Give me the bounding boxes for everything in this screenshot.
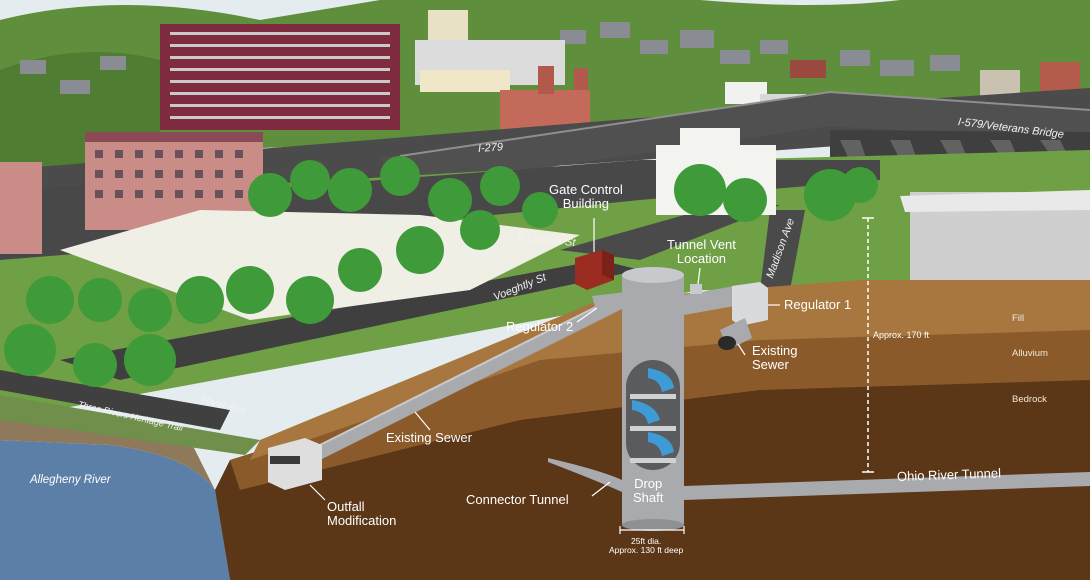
brick-apartment-edge [0,162,42,254]
chimney [538,66,554,94]
water-vortex [632,368,674,456]
allegheny-river-label: Allegheny River [30,474,111,486]
white-house-roof [680,128,740,150]
regulator-1-label: Regulator 1 [784,297,852,312]
street-lacock-east [560,205,780,260]
shaft-bottom [622,519,684,531]
existing-sewer-right-line-1: Existing [752,343,798,358]
warehouse-roof [900,190,1090,212]
i279-label: I-279 [477,141,504,155]
shaft-dims-label: 25ft dia. Approx. 130 ft deep [609,536,684,556]
tunnel-vent-line-1: Tunnel Vent [667,237,736,252]
apartment-windows [95,150,243,198]
trees [4,156,878,387]
outfall-opening [270,456,300,464]
trail-strip [0,395,260,455]
sewer-outlet [718,336,736,350]
gate-control-line-2: Building [562,196,609,212]
regulator-2-label: Regulator 2 [506,319,574,334]
tower-building [160,24,400,130]
existing-sewer-right-line-2: Sewer [752,357,789,373]
street-madison [760,210,805,290]
bedrock-label: Bedrock [1012,394,1047,405]
gray-warehouse [910,192,1090,282]
shaft-dims-line-1: 25ft dia. [630,536,662,546]
gate-control-line-1: Gate Control [549,182,623,197]
sewer-highlight [299,284,641,456]
chimney [574,68,588,90]
alluvium-label: Alluvium [1012,348,1048,359]
allegheny-river [0,440,230,580]
river-bank [0,415,215,490]
tunnel-vent-label: Tunnel Vent Location [667,237,736,267]
regulator-1 [732,282,768,326]
gate-control-side [602,250,614,280]
street-river-ave [0,370,230,430]
fill-layer [250,280,1090,460]
shaft-top [622,267,684,283]
highway-edge [399,90,1090,157]
office-base [420,70,510,92]
leader-lines [309,218,780,501]
shaft-baffles [630,394,676,463]
regulator-2 [592,292,626,310]
tunnel-vent [690,284,702,294]
drop-shaft-line-2: Shaft [633,490,664,506]
street-voeghtly [60,260,640,380]
drop-shaft-label: Drop Shaft [633,476,664,506]
existing-sewer-left-label: Existing Sewer [386,430,472,445]
tunnel-vent-line-2: Location [676,251,727,267]
connector-tunnel-label: Connector Tunnel [466,492,569,507]
drop-shaft-line-1: Drop [634,476,663,491]
existing-sewer-pipe [300,285,640,470]
depth-label: Approx. 170 ft [873,330,930,340]
shaft-dims-line-2: Approx. 130 ft deep [609,545,684,556]
outfall-line-2: Modification [327,513,397,529]
connector-tunnel [548,458,622,492]
outfall-label: Outfall Modification [327,499,397,529]
ohio-river-tunnel [684,472,1090,500]
existing-sewer-right-label: Existing Sewer [752,343,798,373]
fill-label: Fill [1012,313,1025,324]
tower-windows [170,32,390,119]
gate-control-label: Gate Control Building [549,182,623,212]
outfall-line-1: Outfall [327,499,365,514]
brick-roof [85,132,263,142]
small-house [725,82,767,104]
